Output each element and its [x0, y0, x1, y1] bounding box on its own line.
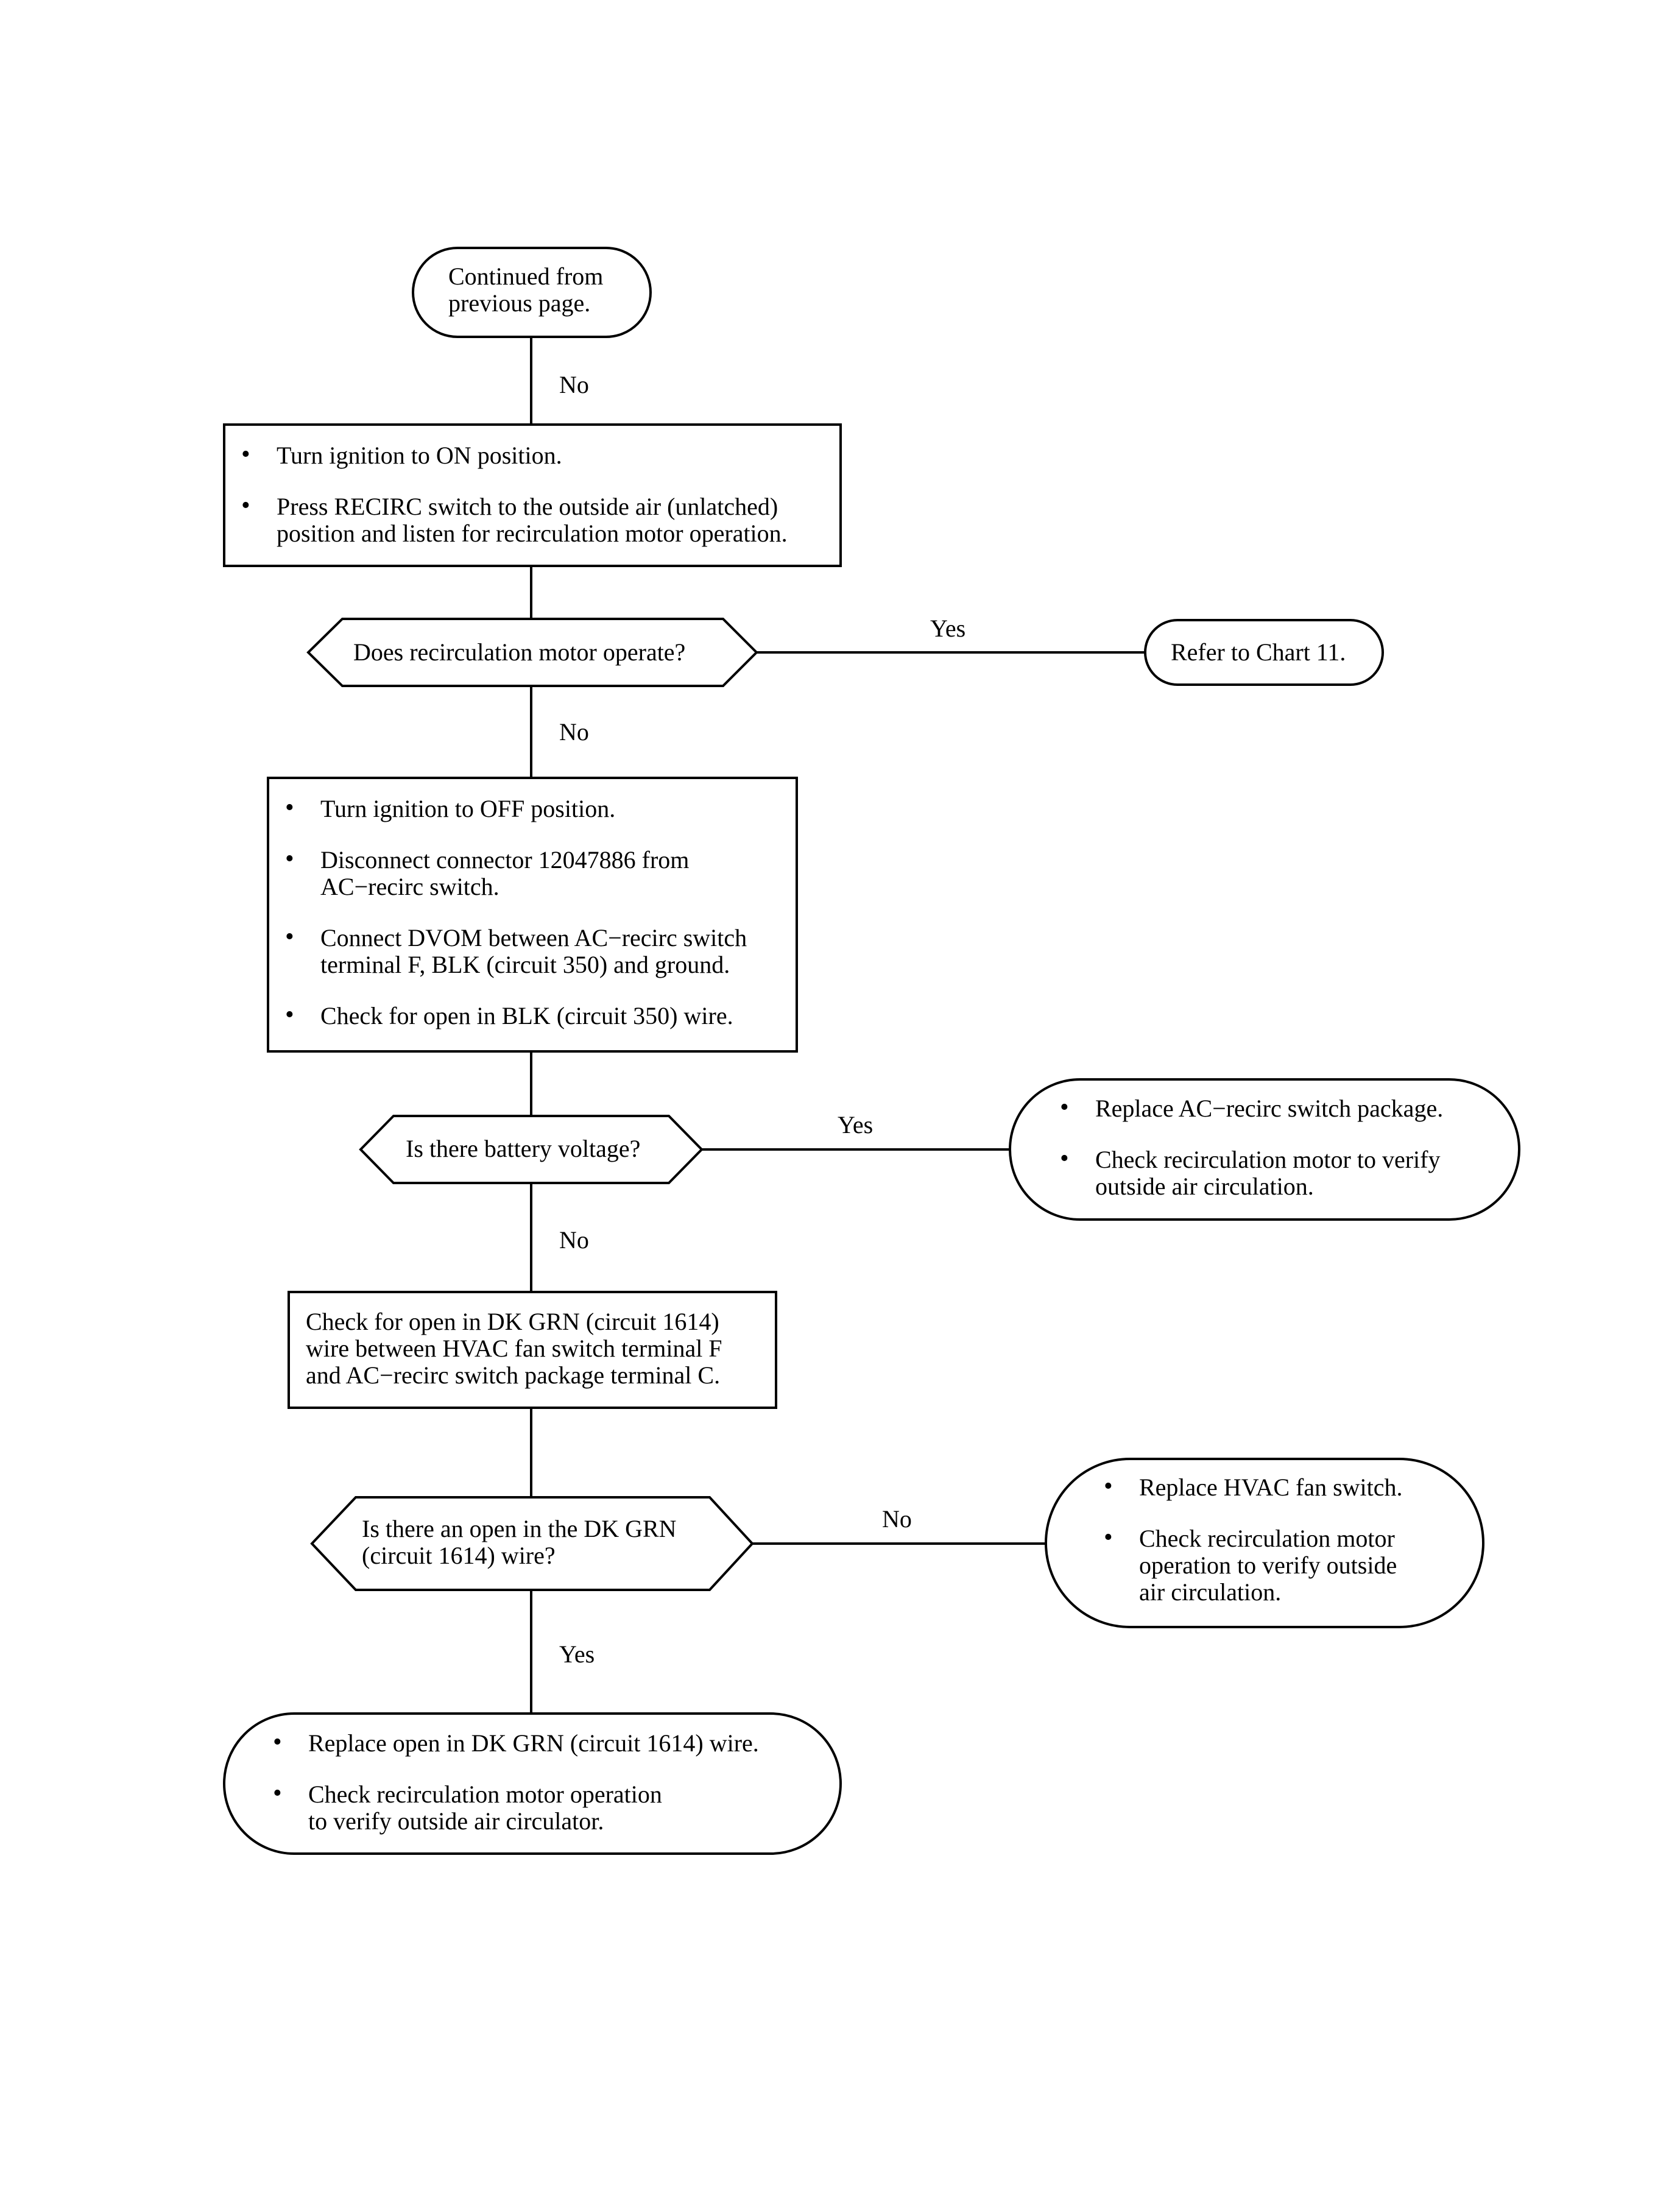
step1-list: Turn ignition to ON position. Press RECI… [241, 441, 826, 547]
result4-list: Replace open in DK GRN (circuit 1614) wi… [273, 1729, 833, 1835]
step3-box-shape [288, 1291, 777, 1409]
step2-item: Connect DVOM between AC−recirc switch te… [285, 923, 791, 978]
result3-item: Replace HVAC fan switch. [1104, 1473, 1469, 1501]
result2-item: Check recirculation motor to verify outs… [1060, 1145, 1498, 1200]
result1-terminal-shape [1144, 619, 1384, 686]
step2-item: Disconnect connector 12047886 from AC−re… [285, 846, 791, 900]
result4-item: Replace open in DK GRN (circuit 1614) wi… [273, 1729, 833, 1757]
decision3-text: Is there an open in the DK GRN (circuit … [362, 1515, 677, 1569]
step1-item: Turn ignition to ON position. [241, 441, 826, 469]
edge-label-decision3-result4: Yes [559, 1640, 595, 1668]
edge-label-decision1-step2: No [559, 718, 589, 746]
start-terminal-shape [412, 247, 652, 338]
result4-terminal-shape [223, 1712, 842, 1855]
decision1-text: Does recirculation motor operate? [353, 638, 686, 666]
result3-item: Check recirculation motor operation to v… [1104, 1524, 1469, 1606]
decision1-shape [306, 618, 758, 687]
edge-label-decision3-result3: No [882, 1505, 912, 1533]
result3-list: Replace HVAC fan switch. Check recircula… [1104, 1473, 1469, 1606]
edge-label-decision1-result1: Yes [930, 615, 966, 642]
result2-list: Replace AC−recirc switch package. Check … [1060, 1094, 1498, 1200]
step2-item: Turn ignition to OFF position. [285, 794, 791, 822]
decision3-shape [310, 1496, 754, 1591]
step1-box-shape [223, 423, 842, 567]
decision2-shape [359, 1115, 704, 1184]
edge-label-start-step1: No [559, 371, 589, 398]
result2-terminal-shape [1009, 1078, 1520, 1221]
step1-item: Press RECIRC switch to the outside air (… [241, 492, 826, 547]
result3-terminal-shape [1045, 1458, 1484, 1628]
step2-list: Turn ignition to OFF position. Disconnec… [285, 794, 791, 1029]
start-terminal-text: Continued from previous page. [448, 263, 604, 317]
edge-label-decision2-step3: No [559, 1226, 589, 1254]
decision2-text: Is there battery voltage? [406, 1135, 641, 1162]
step3-text: Check for open in DK GRN (circuit 1614) … [306, 1308, 722, 1389]
result2-item: Replace AC−recirc switch package. [1060, 1094, 1498, 1122]
step2-box-shape [267, 777, 798, 1053]
step2-item: Check for open in BLK (circuit 350) wire… [285, 1001, 791, 1029]
result1-text: Refer to Chart 11. [1171, 638, 1346, 666]
result4-item: Check recirculation motor operation to v… [273, 1780, 833, 1835]
edge-label-decision2-result2: Yes [838, 1111, 874, 1139]
